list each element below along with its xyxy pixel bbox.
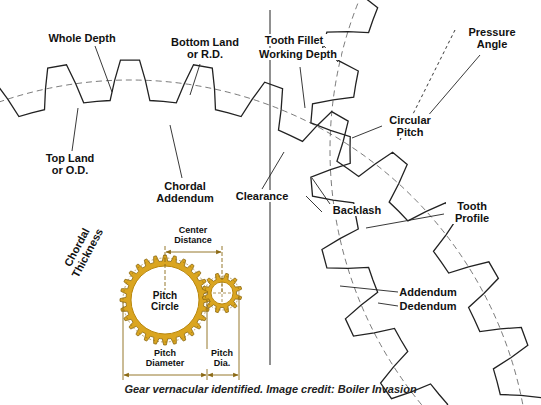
part-label: Chordal Thickness (56, 216, 107, 284)
part-label: Circular Pitch (382, 114, 438, 138)
part-label: Pitch Diameter (138, 349, 192, 369)
pitch-line (0, 80, 530, 405)
leader-lines (72, 30, 480, 306)
dimension-lines (123, 246, 239, 380)
part-label: Tooth Fillet (259, 34, 329, 46)
part-label: Pitch Circle (144, 290, 186, 312)
part-label: Tooth Profile (446, 200, 498, 224)
part-label: Clearance (230, 190, 294, 202)
part-label: Chordal Addendum (154, 180, 216, 204)
part-label: Backlash (328, 204, 386, 216)
part-label: Whole Depth (42, 32, 122, 44)
part-label: Center Distance (168, 226, 218, 246)
part-label: Bottom Land or R.D. (167, 36, 243, 60)
part-label: Pitch Dia. (206, 349, 238, 369)
part-label: Dedendum (398, 300, 458, 312)
part-label: Addendum (398, 286, 458, 298)
pitch-line (330, 0, 541, 405)
caption: Gear vernacular identified. Image credit… (0, 383, 541, 395)
part-label: Top Land or O.D. (41, 152, 99, 176)
part-label: Pressure Angle (461, 26, 523, 50)
part-label: Working Depth (255, 48, 341, 60)
inset-gear (120, 255, 210, 345)
center-line (270, 10, 271, 365)
